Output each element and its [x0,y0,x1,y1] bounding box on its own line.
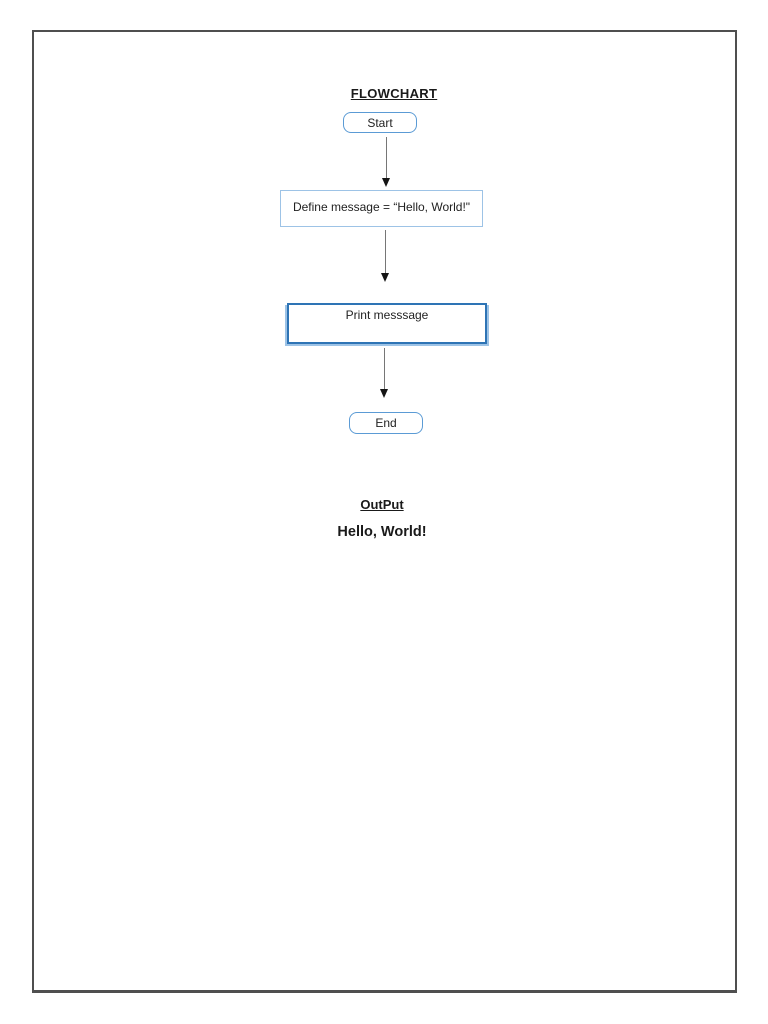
flowchart-node-define-message: Define message = “Hello, World!" [280,190,483,227]
node-label: Print messsage [345,308,429,322]
node-label: End [375,416,397,430]
node-label: Start [367,115,393,130]
node-label: Define message = “Hello, World!" [292,200,471,214]
arrow-line [383,348,385,389]
arrow-head-icon [380,273,389,282]
output-heading: OutPut [360,497,404,512]
flowchart-node-start: Start [343,112,417,133]
arrow-line [385,137,387,178]
flowchart-node-print-message: Print messsage [287,303,487,344]
arrow-line [384,230,386,273]
output-text: Hello, World! [337,524,427,540]
arrow-head-icon [379,389,388,398]
flowchart-node-end: End [349,412,423,434]
arrow-head-icon [381,178,390,187]
page-title: FLOWCHART [350,86,438,101]
